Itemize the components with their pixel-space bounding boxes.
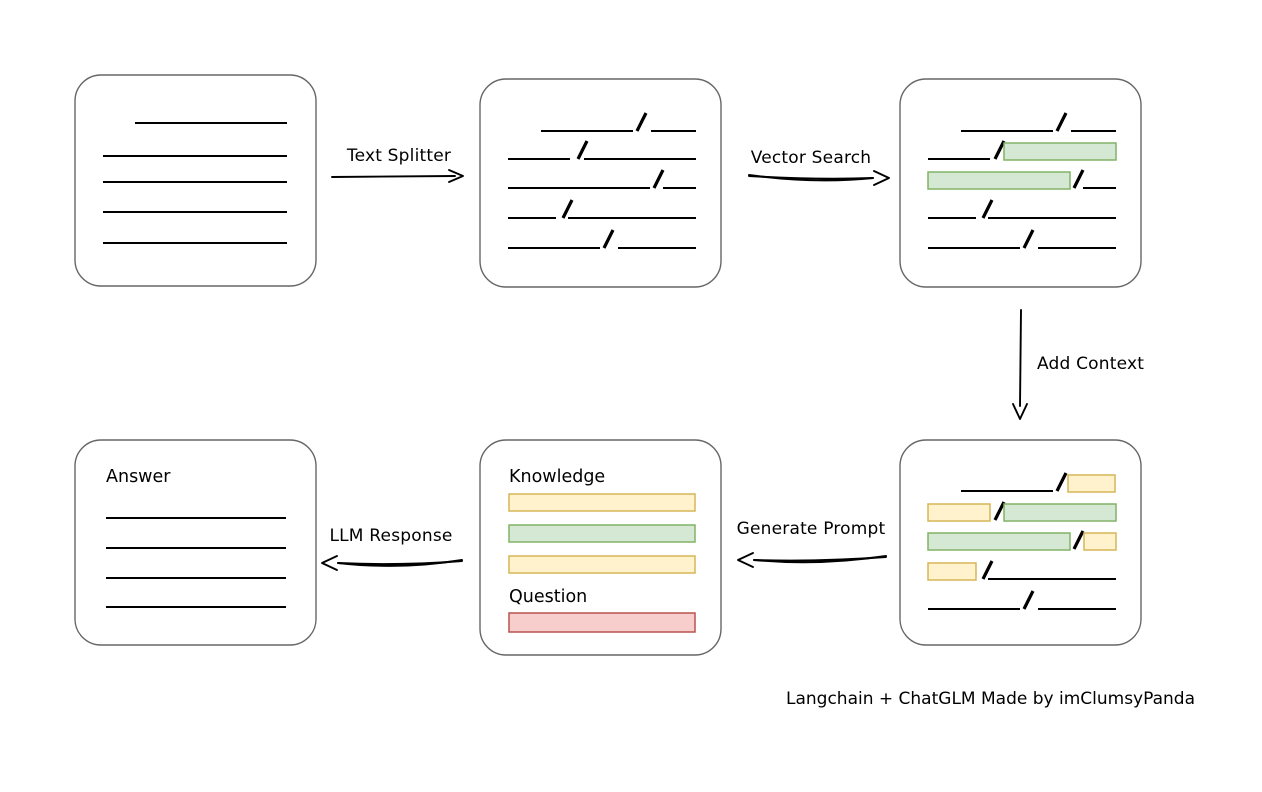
slash-mark (981, 560, 994, 580)
arrow-text-splitter: Text Splitter (331, 146, 464, 183)
knowledge-label: Knowledge (509, 467, 605, 487)
arrow-shaft-secondary (748, 175, 874, 180)
prompt-box[interactable]: Knowledge Question (479, 439, 722, 656)
retrieved-chunk-chip (1003, 142, 1117, 161)
knowledge-chip (508, 555, 696, 574)
slash-mark (993, 501, 1006, 521)
document-box[interactable] (74, 74, 317, 287)
slash-mark (1055, 472, 1068, 492)
arrow-label-vector-search: Vector Search (751, 148, 872, 168)
context-chunk-chip (927, 503, 991, 522)
context-box[interactable] (899, 439, 1142, 646)
arrow-add-context: Add Context (1012, 309, 1144, 420)
context-chunk-chip (927, 562, 977, 581)
document-box-frame (74, 74, 317, 287)
question-label: Question (509, 587, 587, 607)
matched-chunks-box[interactable] (899, 78, 1142, 288)
arrow-shaft-secondary (337, 560, 463, 566)
footer-credit: Langchain + ChatGLM Made by imClumsyPand… (786, 689, 1195, 709)
retrieved-chunk-chip (927, 171, 1071, 190)
context-box-rows (927, 472, 1117, 611)
matched-chunks-box-rows (927, 112, 1117, 250)
arrow-head-icon (737, 552, 754, 568)
arrow-label-text-splitter: Text Splitter (346, 146, 451, 166)
arrow-shaft (331, 175, 456, 178)
answer-label: Answer (106, 467, 171, 487)
arrow-head-icon (1012, 403, 1028, 420)
slash-mark (1072, 169, 1085, 189)
context-chunk-chip (1083, 532, 1117, 551)
arrow-shaft (1019, 309, 1022, 407)
slash-mark (652, 169, 665, 189)
slash-mark (981, 199, 994, 219)
slash-mark (1022, 229, 1035, 249)
arrow-shaft-secondary (753, 556, 887, 562)
slash-mark (602, 229, 615, 249)
slash-mark (1072, 530, 1085, 550)
slash-mark (576, 140, 589, 160)
knowledge-chip (508, 493, 696, 512)
slash-mark (1055, 112, 1068, 132)
document-box-lines (103, 121, 287, 245)
arrow-label-llm-response: LLM Response (329, 526, 452, 546)
chunks-box-frame (479, 78, 722, 288)
answer-box-frame (74, 439, 317, 646)
arrow-generate-prompt: Generate Prompt (737, 519, 887, 568)
question-chip (508, 612, 696, 633)
slash-mark (1022, 590, 1035, 610)
arrow-head-icon (321, 555, 338, 571)
arrow-llm-response: LLM Response (321, 526, 463, 571)
answer-box[interactable]: Answer (74, 439, 317, 646)
chunks-box[interactable] (479, 78, 722, 288)
slash-mark (635, 112, 648, 132)
retrieved-chunk-chip (927, 532, 1071, 551)
slash-mark (561, 199, 574, 219)
arrow-label-generate-prompt: Generate Prompt (737, 519, 886, 539)
retrieved-chunk-chip (1003, 503, 1117, 522)
slash-mark (993, 140, 1006, 160)
knowledge-chip (508, 524, 696, 543)
answer-box-lines (106, 516, 286, 609)
arrow-head-icon (448, 169, 464, 183)
arrow-vector-search: Vector Search (748, 148, 890, 186)
chunks-box-rows (508, 112, 696, 250)
context-chunk-chip (1067, 474, 1116, 493)
arrow-head-icon (873, 170, 890, 186)
arrow-label-add-context: Add Context (1037, 354, 1144, 374)
